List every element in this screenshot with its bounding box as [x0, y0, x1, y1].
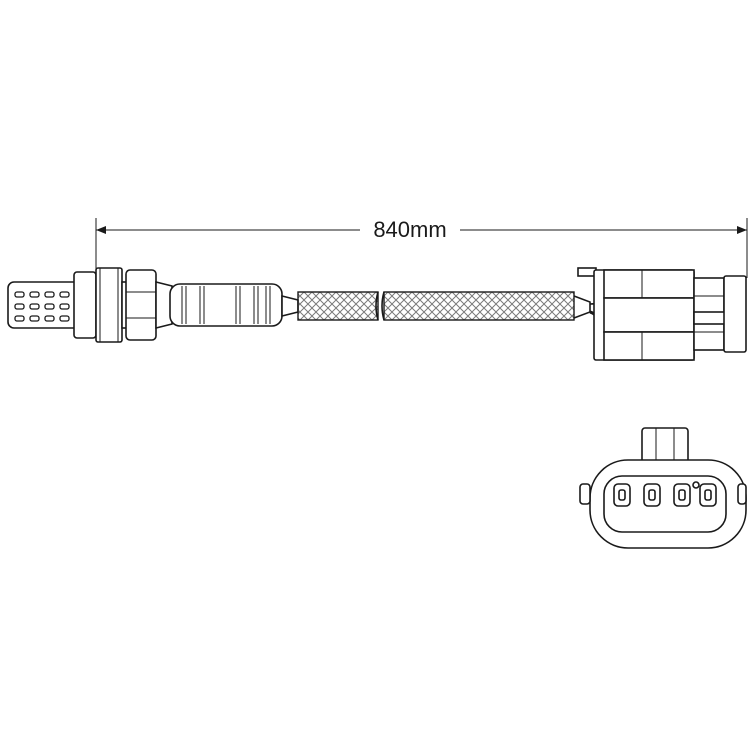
- sensor-body: [169, 283, 299, 327]
- dimension-label: 840mm: [360, 215, 460, 245]
- thread-section: [73, 267, 133, 343]
- hex-body: [125, 269, 173, 341]
- braided-cable: [297, 291, 591, 321]
- sensor-tip: [7, 281, 81, 329]
- connector-side-view: [593, 269, 747, 361]
- connector-face-view: [579, 427, 747, 549]
- connector-pins: [613, 481, 717, 507]
